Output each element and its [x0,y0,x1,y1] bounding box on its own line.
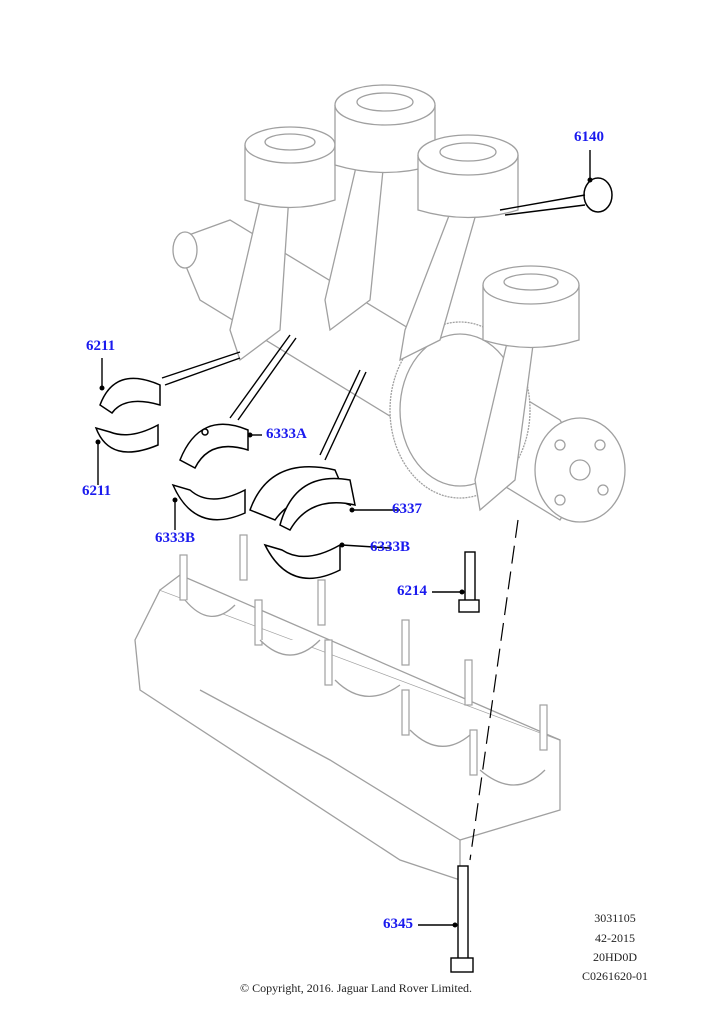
callout-6140[interactable]: 6140 [574,129,604,145]
piston-4 [482,265,580,349]
crankshaft-assembly [172,84,626,523]
leader-lines [97,150,591,926]
bolt-axis-line [469,519,519,861]
conrod-bolt-6214 [464,551,476,603]
illustration-reference: C0261620-01 [582,969,648,983]
piston-2 [334,84,436,174]
illustration-date: 42-2015 [595,931,635,945]
piston-3 [417,134,519,219]
callout-6211-upper[interactable]: 6211 [86,338,116,354]
copyright-notice: © Copyright, 2016. Jaguar Land Rover Lim… [239,981,473,995]
bolts [450,551,480,973]
callout-6333a[interactable]: 6333A [266,426,307,442]
piston-pin-circlip [583,177,613,213]
callout-6333b-right[interactable]: 6333B [370,539,411,555]
conrod-bearing-lower [94,423,159,453]
main-bearing-lower-6333b-2 [263,543,341,580]
callout-6333b-left[interactable]: 6333B [155,530,196,546]
callout-6214[interactable]: 6214 [397,583,427,599]
bearing-shells [94,377,356,580]
conrod-bearing-upper [99,377,161,415]
illustration-model-code: 20HD0D [593,950,637,964]
bedplate-bolt-6345 [457,865,469,962]
main-bearing-lower-6333b [171,483,246,521]
leader-dots [95,177,593,928]
callout-6337[interactable]: 6337 [392,501,422,517]
callout-6345[interactable]: 6345 [383,916,413,932]
piston-1 [244,126,336,209]
illustration-number: 3031105 [594,911,636,925]
main-bearing-upper-6333a [179,423,249,470]
bedplate [134,534,561,881]
callout-6211-lower[interactable]: 6211 [82,483,112,499]
crank-nose [172,231,198,269]
